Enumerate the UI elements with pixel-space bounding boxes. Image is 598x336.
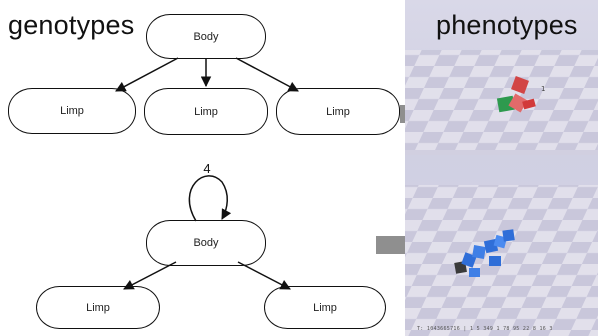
edge-body2-to-limp-right (237, 261, 291, 290)
genotype2-body-label: Body (193, 237, 219, 249)
phenotypes-title: phenotypes (436, 10, 578, 40)
phenotype-render (405, 50, 598, 336)
top-marker: 1 (541, 85, 546, 93)
edge-body-to-limp-right (235, 57, 299, 92)
genotype2-limp-node: Limp (264, 286, 386, 329)
edge-body-to-limp-left (115, 57, 179, 92)
creature-1 (496, 76, 536, 113)
recursion-label: 4 (203, 161, 210, 176)
genotype1-limp-node: Limp (276, 88, 400, 135)
genotype1-limp-label: Limp (60, 105, 84, 117)
edge-body2-to-limp-left (123, 261, 177, 290)
floor-bottom (405, 185, 598, 336)
phenotype-panel: 1 T: 1043665716 | 1 5 349 1 78 95 22 8 1… (405, 0, 598, 336)
creature-2 (454, 229, 515, 277)
status-text: T: 1043665716 | 1 5 349 1 78 95 22 8 16 … (417, 326, 553, 332)
genotype1-limp-node: Limp (8, 88, 136, 134)
genotype1-body-node: Body (146, 14, 266, 59)
genotype1-limp-label: Limp (326, 105, 350, 118)
genotype2-limp-label: Limp (86, 301, 110, 314)
genotype1-limp-label: Limp (194, 105, 218, 118)
panel-divider (405, 150, 598, 155)
self-loop-edge (188, 175, 232, 222)
genotype2-body-node: Body (146, 220, 266, 266)
genotype2-limp-node: Limp (36, 286, 160, 329)
genotype2-limp-label: Limp (313, 301, 337, 314)
genotypes-title: genotypes (8, 10, 135, 40)
genotype1-limp-node: Limp (144, 88, 268, 135)
genotype1-body-label: Body (193, 30, 219, 43)
